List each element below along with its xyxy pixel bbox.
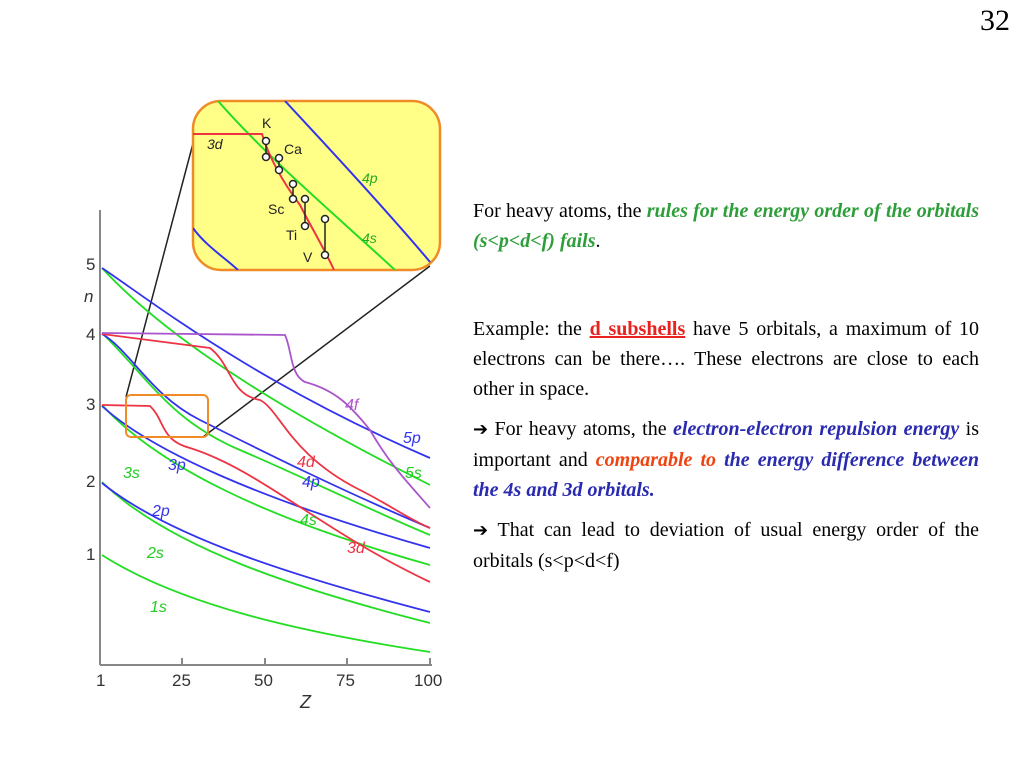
inset-curve-4s <box>217 101 396 270</box>
inset-label-Ti: Ti <box>286 227 297 243</box>
repulsion-intro: For heavy atoms, the <box>488 418 674 440</box>
comparable-emphasis: comparable to <box>595 449 717 471</box>
zoom-region <box>125 394 209 438</box>
repulsion-middle: is important and <box>473 418 979 471</box>
arrow-right-icon: ➔ <box>473 419 489 440</box>
y-tick-3: 3 <box>86 395 95 414</box>
inset-label-Ca: Ca <box>284 141 302 157</box>
orbital-energy-diagram: 5 n 4 3 2 1 1 25 50 75 100 Z 1s 2s 2p 3s… <box>84 99 442 712</box>
x-tick-25: 25 <box>172 671 191 690</box>
zoom-line-bottom <box>202 265 431 438</box>
example-text: have 5 orbitals, a maximum of 10 electro… <box>473 318 980 400</box>
x-tick-1: 1 <box>96 671 105 690</box>
curve-1s <box>101 554 431 653</box>
inset-label-K: K <box>262 115 272 131</box>
x-tick-50: 50 <box>254 671 273 690</box>
label-3p: 3p <box>168 457 186 474</box>
rule-period: . <box>595 230 601 252</box>
y-tick-1: 1 <box>86 545 95 564</box>
x-axis-label: Z <box>299 692 312 712</box>
label-4f: 4f <box>345 397 360 414</box>
inset-label-4s: 4s <box>362 230 377 246</box>
d-subshell-example-paragraph: Example: the d subshells have 5 orbitals… <box>473 314 979 404</box>
label-2p: 2p <box>151 503 170 520</box>
slide-number: 32 <box>980 4 1010 37</box>
x-axis-ticks <box>99 658 431 665</box>
y-tick-2: 2 <box>86 472 95 491</box>
curve-3d <box>101 404 431 583</box>
x-tick-100: 100 <box>414 671 442 690</box>
repulsion-paragraph: ➔ For heavy atoms, the electron-electron… <box>473 414 979 505</box>
y-axis-label: n <box>84 287 93 306</box>
inset-label-4p: 4p <box>362 170 378 186</box>
curve-4f <box>101 332 431 509</box>
inset-curve-4p-lower <box>193 227 239 270</box>
curve-3s <box>101 404 431 566</box>
zoom-line-top <box>125 131 197 398</box>
curve-4p <box>101 333 431 529</box>
label-4d: 4d <box>297 454 316 471</box>
repulsion-emphasis: electron-electron repulsion energy <box>673 418 960 440</box>
arrow-right-icon: ➔ <box>473 520 489 541</box>
label-4s: 4s <box>300 512 317 529</box>
label-3d: 3d <box>347 540 366 557</box>
curve-4s <box>101 332 431 536</box>
inset-label-3d: 3d <box>207 136 224 152</box>
y-tick-4: 4 <box>86 325 95 344</box>
label-5s: 5s <box>405 465 422 482</box>
curve-2s <box>101 481 431 624</box>
inset-panel <box>191 99 442 272</box>
curve-5s <box>101 267 431 486</box>
rule-failure-paragraph: For heavy atoms, the rules for the energ… <box>473 196 979 256</box>
y-tick-5: 5 <box>86 255 95 274</box>
curve-2p <box>101 482 431 613</box>
inset-label-Sc: Sc <box>268 201 284 217</box>
curve-4d <box>101 333 431 529</box>
example-intro: Example: the <box>473 318 590 340</box>
energy-difference-emphasis: the energy difference between the 4s and… <box>473 449 979 501</box>
inset-points <box>261 136 330 260</box>
deviation-text: That can lead to deviation of usual ener… <box>473 519 979 572</box>
rule-emphasis: rules for the energy order of the orbita… <box>473 200 980 252</box>
explanation-text: For heavy atoms, the rules for the energ… <box>473 196 979 576</box>
inset-curve-4p-upper <box>284 101 431 263</box>
rule-text: For heavy atoms, the <box>473 200 647 222</box>
d-subshells-link[interactable]: d subshells <box>589 318 686 340</box>
deviation-paragraph: ➔ That can lead to deviation of usual en… <box>473 515 979 576</box>
x-tick-75: 75 <box>336 671 355 690</box>
curve-3p <box>101 405 431 549</box>
label-2s: 2s <box>146 545 164 562</box>
label-4p: 4p <box>302 474 320 491</box>
curve-5p <box>101 267 431 459</box>
inset-curve-3d <box>193 133 335 270</box>
label-1s: 1s <box>150 599 167 616</box>
label-5p: 5p <box>403 430 421 447</box>
label-3s: 3s <box>123 465 140 482</box>
inset-label-V: V <box>303 249 313 265</box>
